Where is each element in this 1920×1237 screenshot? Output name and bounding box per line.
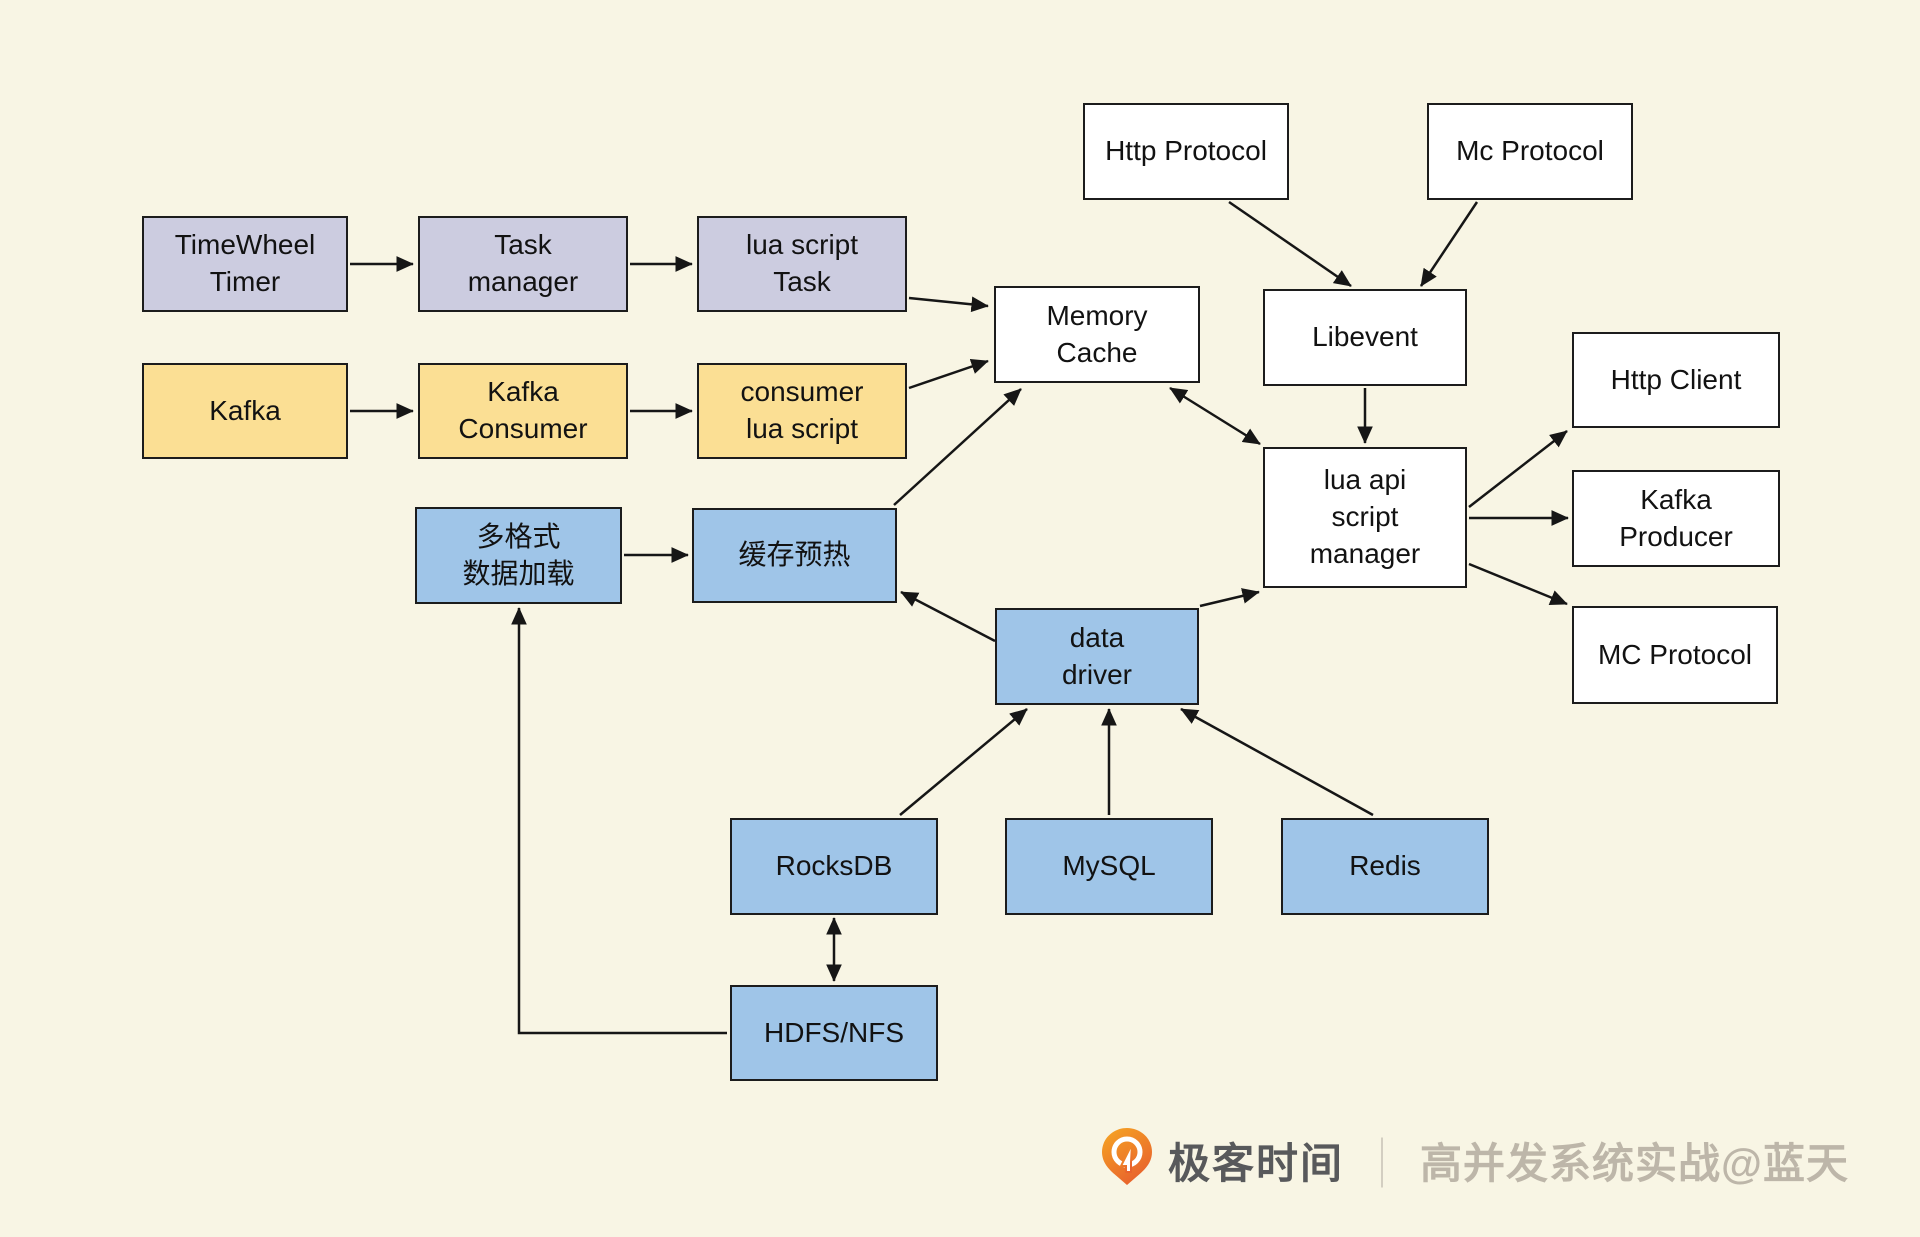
node-redis: Redis bbox=[1281, 818, 1489, 915]
node-lua-script-task: lua script Task bbox=[697, 216, 907, 312]
node-multi-format-loader: 多格式 数据加载 bbox=[415, 507, 622, 604]
node-http-protocol: Http Protocol bbox=[1083, 103, 1289, 200]
node-hdfs-nfs: HDFS/NFS bbox=[730, 985, 938, 1081]
node-data-driver: data driver bbox=[995, 608, 1199, 705]
node-mc-protocol-right: MC Protocol bbox=[1572, 606, 1778, 704]
node-http-client: Http Client bbox=[1572, 332, 1780, 428]
node-cache-preheat: 缓存预热 bbox=[692, 508, 897, 603]
node-task-manager: Task manager bbox=[418, 216, 628, 312]
node-kafka-producer: Kafka Producer bbox=[1572, 470, 1780, 567]
watermark: 极客时间 ｜ 高并发系统实战@蓝天 bbox=[1102, 1128, 1849, 1193]
node-consumer-lua-script: consumer lua script bbox=[697, 363, 907, 459]
node-mysql: MySQL bbox=[1005, 818, 1213, 915]
node-kafka-consumer: Kafka Consumer bbox=[418, 363, 628, 459]
brand-text: 极客时间 bbox=[1168, 1139, 1345, 1187]
node-lua-api-script-manager: lua api script manager bbox=[1263, 447, 1467, 588]
geektime-logo-icon bbox=[1102, 1128, 1152, 1185]
node-memory-cache: Memory Cache bbox=[994, 286, 1200, 383]
brand-divider: ｜ bbox=[1362, 1137, 1403, 1193]
node-rocksdb: RocksDB bbox=[730, 818, 938, 915]
node-timewheel-timer: TimeWheel Timer bbox=[142, 216, 348, 312]
node-kafka: Kafka bbox=[142, 363, 348, 459]
caption-text: 高并发系统实战@蓝天 bbox=[1420, 1139, 1849, 1187]
node-libevent: Libevent bbox=[1263, 289, 1467, 386]
node-mc-protocol-top: Mc Protocol bbox=[1427, 103, 1633, 200]
